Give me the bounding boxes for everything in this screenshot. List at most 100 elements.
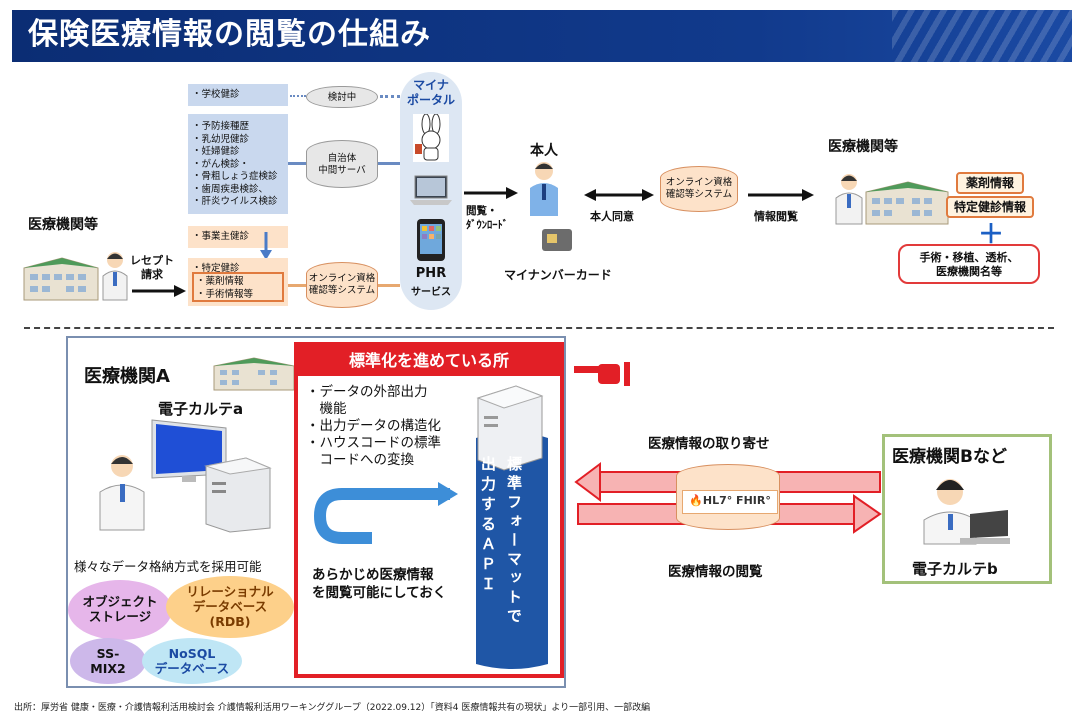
municipal-checkups-box: ・予防接種歴 ・乳幼児健診 ・妊婦健診 ・がん検診・ ・骨粗しょう症検診 ・歯周… bbox=[188, 114, 288, 214]
doctor-icon bbox=[835, 174, 863, 225]
institution-a-label: 医療機関A bbox=[84, 366, 170, 387]
fhir-label: HL7° FHIR° bbox=[702, 494, 771, 507]
municipal-item: ・歯周疾患検診、 bbox=[192, 183, 269, 195]
oval-label: (RDB) bbox=[209, 614, 251, 629]
insurer-highlight-box: ・薬剤情報 ・手術情報等 bbox=[192, 272, 284, 302]
fetch-label: 医療情報の取り寄せ bbox=[648, 436, 770, 452]
right-arrow-icon bbox=[464, 187, 518, 199]
nosql-oval: NoSQL データベース bbox=[142, 638, 242, 684]
title-stripes bbox=[892, 10, 1072, 62]
ehr-b-label: 電子カルテb bbox=[912, 560, 998, 578]
double-arrow-icon bbox=[584, 189, 654, 201]
browse-download-line: ﾀﾞｳﾝﾛｰﾄﾞ bbox=[466, 219, 508, 231]
under-review-cylinder: 検討中 bbox=[306, 86, 378, 108]
under-review-label: 検討中 bbox=[327, 92, 357, 103]
smartphone-icon bbox=[417, 219, 445, 261]
institutions-label-right: 医療機関等 bbox=[828, 139, 898, 155]
rdb-oval: リレーショナル データベース (RDB) bbox=[166, 576, 294, 638]
hospital-building-icon bbox=[23, 257, 99, 301]
api-label-col2: 出力するＡＰＩ bbox=[479, 456, 497, 596]
mynumber-card-label: マイナンバーカード bbox=[504, 268, 612, 282]
browse-download-line: 閲覧・ bbox=[466, 205, 498, 217]
u-turn-arrow-icon bbox=[313, 482, 458, 544]
school-checkup-label: ・学校健診 bbox=[192, 89, 240, 100]
pointing-hand-icon bbox=[574, 362, 630, 386]
info-browse-label: 情報閲覧 bbox=[754, 210, 798, 223]
source-footnote: 出所：厚労省 健康・医療・介護情報利活用検討会 介護情報利活用ワーキンググループ… bbox=[14, 703, 651, 713]
drug-info-tag: 薬剤情報 bbox=[956, 172, 1024, 194]
municipal-item: ・予防接種歴 bbox=[192, 121, 250, 132]
browse-label: 医療情報の閲覧 bbox=[668, 564, 763, 580]
browse-download-label: 閲覧・ ﾀﾞｳﾝﾛｰﾄﾞ bbox=[466, 204, 508, 232]
api-label-col1: 標準フォーマットで bbox=[505, 456, 523, 627]
receipt-label: レセプト 請求 bbox=[130, 254, 174, 282]
receipt-line: レセプト bbox=[130, 254, 174, 267]
oval-label: ストレージ bbox=[88, 609, 152, 624]
school-checkup-box: ・学校健診 bbox=[188, 84, 288, 106]
standardization-point: ・出力データの構造化 bbox=[306, 418, 441, 434]
doctor-icon bbox=[99, 455, 145, 531]
institution-b-frame bbox=[882, 434, 1052, 584]
oval-label: MIX2 bbox=[90, 661, 126, 676]
right-arrow-icon bbox=[132, 285, 186, 297]
dotted-connector-2 bbox=[380, 95, 400, 98]
standardization-point: コードへの変換 bbox=[306, 452, 414, 468]
phr-label: PHR bbox=[415, 266, 447, 281]
title-bar bbox=[12, 10, 1072, 62]
municipal-item: ・骨粗しょう症検診 bbox=[192, 171, 278, 182]
oval-label: SS- bbox=[96, 646, 120, 661]
municipal-server-label: 中間サーバ bbox=[318, 165, 366, 176]
oval-label: データベース bbox=[192, 599, 268, 614]
surgery-info-line: 医療機関名等 bbox=[936, 265, 1002, 278]
pc-tower-icon bbox=[204, 457, 272, 533]
institution-a-frame bbox=[66, 336, 566, 688]
connector-line bbox=[378, 162, 400, 165]
consent-label: 本人同意 bbox=[590, 210, 634, 223]
oval-label: オブジェクト bbox=[82, 594, 158, 609]
employer-checkup-label: ・事業主健診 bbox=[192, 231, 250, 242]
page-title: 保険医療情報の閲覧の仕組み bbox=[28, 17, 431, 52]
browse-ready-text: あらかじめ医療情報 を閲覧可能にしておく bbox=[312, 566, 446, 602]
connector-line bbox=[378, 284, 400, 287]
section-divider bbox=[24, 327, 1054, 329]
surgery-info-box: 手術・移植、透析、 医療機関名等 bbox=[898, 244, 1040, 284]
doctor-icon bbox=[102, 252, 128, 301]
mynumber-card-icon bbox=[542, 229, 572, 251]
portal-title-line: ポータル bbox=[406, 93, 455, 107]
flame-icon: 🔥 bbox=[689, 494, 703, 507]
online-system-label: 確認等システム bbox=[665, 189, 733, 200]
surgery-info-line: 手術・移植、透析、 bbox=[919, 251, 1019, 264]
hospital-building-icon bbox=[865, 181, 949, 225]
municipal-server-cylinder: 自治体 中間サーバ bbox=[306, 140, 378, 188]
standardization-point: ・ハウスコードの標準 bbox=[306, 435, 441, 451]
insurer-item: ・薬剤情報 bbox=[196, 276, 244, 287]
person-icon bbox=[530, 162, 558, 216]
storage-caption: 様々なデータ格納方式を採用可能 bbox=[74, 559, 262, 574]
browse-ready-line: あらかじめ医療情報 bbox=[312, 567, 434, 583]
online-system-label: オンライン資格 bbox=[665, 177, 733, 188]
connector-line bbox=[288, 284, 306, 287]
fhir-badge: 🔥HL7° FHIR° bbox=[682, 490, 778, 514]
standardization-points: ・データの外部出力 機能 ・出力データの構造化 ・ハウスコードの標準 コードへの… bbox=[306, 384, 441, 469]
online-system-cylinder-left: オンライン資格 確認等システム bbox=[306, 262, 378, 308]
employer-checkup-box: ・事業主健診 bbox=[188, 226, 288, 248]
oval-label: NoSQL bbox=[168, 646, 216, 661]
municipal-item: ・乳幼児健診 bbox=[192, 133, 250, 145]
laptop-icon bbox=[410, 175, 452, 205]
api-server-icon bbox=[476, 385, 548, 669]
municipal-server-label: 自治体 bbox=[327, 153, 357, 164]
oval-label: データベース bbox=[154, 661, 230, 676]
municipal-item: ・がん検診・ bbox=[192, 158, 250, 170]
receipt-line: 請求 bbox=[141, 268, 163, 281]
ss-mix2-oval: SS- MIX2 bbox=[70, 638, 146, 684]
institutions-label-left: 医療機関等 bbox=[28, 217, 98, 233]
rabbit-mascot-icon bbox=[413, 114, 449, 162]
portal-title: マイナ ポータル bbox=[400, 78, 462, 108]
portal-title-line: マイナ bbox=[413, 78, 449, 92]
online-system-label: オンライン資格 bbox=[308, 273, 376, 284]
online-system-cylinder-right: オンライン資格 確認等システム bbox=[660, 166, 738, 212]
doctor-with-laptop-icon bbox=[923, 479, 1010, 545]
online-system-label: 確認等システム bbox=[308, 285, 376, 296]
standardization-frame bbox=[294, 342, 564, 678]
standardization-header: 標準化を進めている所 bbox=[298, 346, 560, 376]
